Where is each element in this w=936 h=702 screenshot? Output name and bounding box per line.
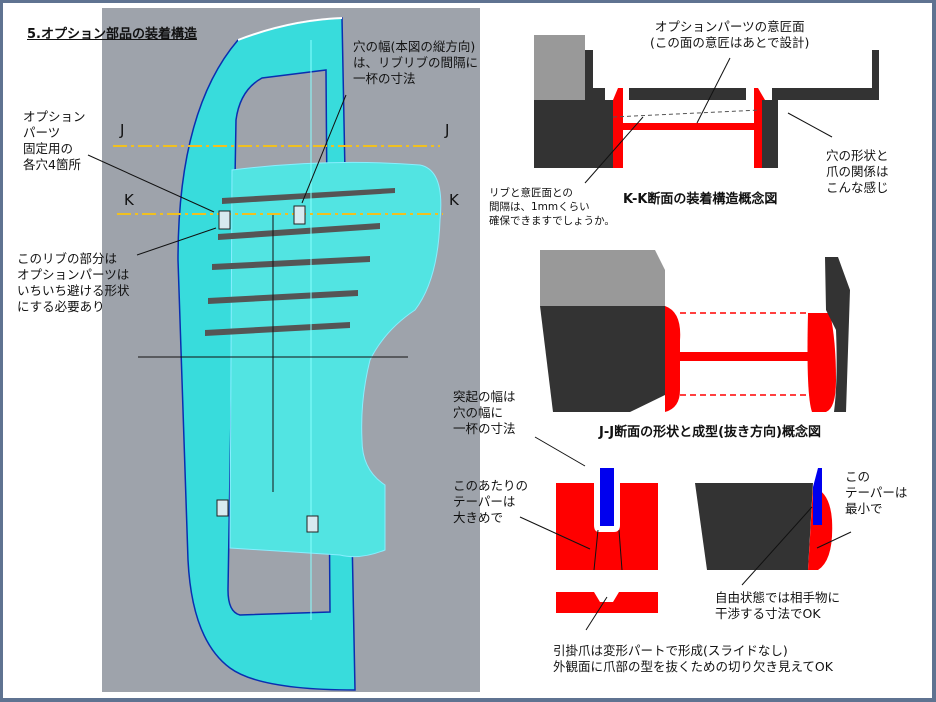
- callout-arrows: [87, 94, 347, 256]
- note-rib-gap: リブと意匠面との 間隔は、1mmくらい 確保できますでしょうか。: [489, 187, 615, 227]
- note-design-surface: オプションパーツの意匠面 (この面の意匠はあとで設計): [650, 19, 810, 50]
- jj-section: [540, 250, 850, 412]
- note-hole-shape: 穴の形状と 爪の関係は こんな感じ: [826, 148, 889, 195]
- ribs: [205, 188, 395, 336]
- note-fixing-holes: オプション パーツ 固定用の 各穴4箇所: [23, 109, 86, 172]
- slide: 5.オプション部品の装着構造 J J K K 穴の幅(本図の縦方向) は、リブリ…: [3, 3, 932, 698]
- caption-kk-section: K-K断面の装着構造概念図: [623, 192, 778, 207]
- kk-section: [534, 35, 879, 184]
- cad-view: [87, 8, 480, 692]
- section-label-j-left: J: [120, 121, 125, 139]
- caption-jj-section: J-J断面の形状と成型(抜き方向)概念図: [599, 425, 821, 440]
- page-title: 5.オプション部品の装着構造: [27, 27, 197, 42]
- section-label-k-left: K: [124, 191, 134, 209]
- fixing-holes: [216, 205, 319, 533]
- note-hole-width: 穴の幅(本図の縦方向) は、リブリブの間隔に 一杯の寸法: [353, 39, 479, 86]
- note-taper-min: この テーパーは 最小で: [845, 469, 908, 516]
- section-label-j-right: J: [445, 121, 450, 139]
- note-free-state: 自由状態では相手物に 干渉する寸法でOK: [715, 590, 841, 621]
- mold-concept: [519, 436, 852, 631]
- note-taper-large: このあたりの テーパーは 大きめで: [453, 478, 529, 525]
- diagram-canvas: [87, 8, 879, 692]
- note-boss-width: 突起の幅は 穴の幅に 一杯の寸法: [453, 389, 516, 436]
- section-label-k-right: K: [449, 191, 459, 209]
- note-hook: 引掛爪は変形パートで形成(スライドなし) 外観面に爪部の型を抜くための切り欠き見…: [553, 643, 833, 674]
- note-rib-part: このリブの部分は オプションパーツは いちいち避ける形状 にする必要あり: [17, 251, 130, 314]
